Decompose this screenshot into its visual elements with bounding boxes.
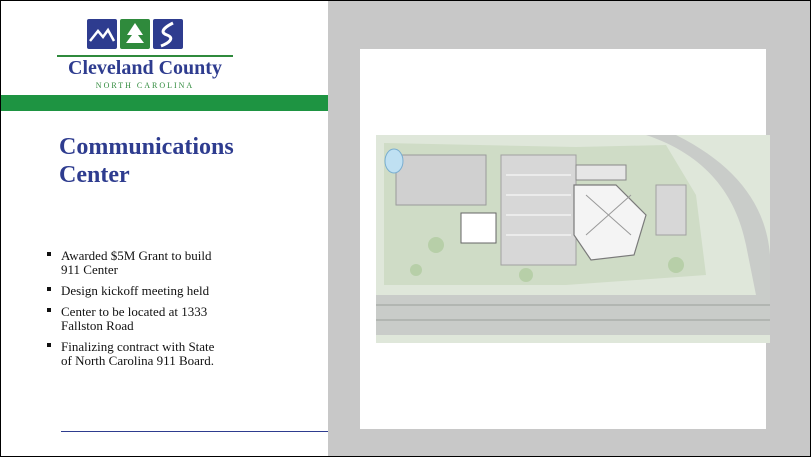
bullet-marker [47, 343, 51, 347]
bullet-marker [47, 252, 51, 256]
bottom-divider [61, 431, 328, 432]
title-line-2: Center [59, 162, 130, 188]
tree-icon [120, 19, 150, 49]
bullet-item: Center to be located at 1333 Fallston Ro… [45, 305, 315, 333]
site-plan-card [360, 49, 770, 429]
text-panel: Cleveland County NORTH CAROLINA Communic… [1, 1, 328, 456]
logo-divider [57, 55, 233, 57]
county-logo: Cleveland County NORTH CAROLINA [55, 15, 235, 95]
bullet-item: Awarded $5M Grant to build 911 Center [45, 249, 315, 277]
mountain-icon [87, 19, 117, 49]
bullet-item: Design kickoff meeting held [45, 284, 315, 298]
bullet-line: Fallston Road [61, 318, 134, 333]
image-panel [328, 1, 810, 456]
site-plan-image [376, 135, 770, 343]
bullet-list: Awarded $5M Grant to build 911 Center De… [45, 249, 315, 375]
bullet-line: Finalizing contract with State [61, 339, 215, 354]
green-band [1, 95, 328, 111]
logo-subtitle: NORTH CAROLINA [95, 81, 195, 90]
slide-title: Communications Center [59, 133, 309, 189]
bullet-item: Finalizing contract with State of North … [45, 340, 315, 368]
bullet-line: of North Carolina 911 Board. [61, 353, 214, 368]
title-line-1: Communications [59, 134, 234, 160]
logo-icons [87, 19, 183, 49]
logo-name: Cleveland County [68, 57, 222, 79]
bullet-line: Design kickoff meeting held [61, 283, 210, 298]
bullet-line: Center to be located at 1333 [61, 304, 208, 319]
bullet-line: Awarded $5M Grant to build [61, 248, 212, 263]
bullet-marker [47, 287, 51, 291]
bullet-line: 911 Center [61, 262, 118, 277]
bullet-marker [47, 308, 51, 312]
road-icon [153, 19, 183, 49]
